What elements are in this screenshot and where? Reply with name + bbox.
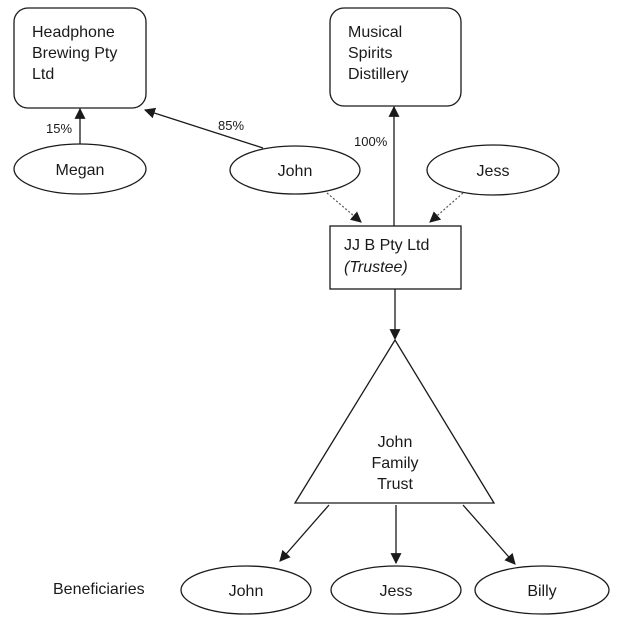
person-name: John: [278, 163, 313, 180]
company-musical-spirits: Musical Spirits Distillery: [329, 7, 462, 107]
person-name: Jess: [380, 583, 413, 600]
edge-john-controls-trustee: [326, 192, 362, 223]
beneficiary-billy: Billy: [474, 565, 610, 615]
trust-name-line-2: Family: [371, 455, 418, 472]
edge-trust-to-john: [279, 504, 330, 562]
trust-name-line-3: Trust: [377, 476, 413, 493]
company-name-line-1: Headphone: [32, 24, 115, 41]
company-name-line-3: Distillery: [348, 66, 408, 83]
edge-label-100: 100%: [354, 134, 388, 149]
person-ellipse: [330, 565, 462, 615]
person-name: Billy: [527, 583, 556, 600]
trustee-box: [329, 225, 462, 290]
person-name: Megan: [56, 162, 105, 179]
person-name: Jess: [477, 163, 510, 180]
company-name-line-2: Brewing Pty: [32, 45, 117, 62]
beneficiary-jess: Jess: [330, 565, 462, 615]
company-name-line-1: Musical: [348, 24, 402, 41]
person-ellipse: [474, 565, 610, 615]
person-ellipse: [229, 145, 361, 195]
company-name-line-3: Ltd: [32, 66, 54, 83]
person-ellipse: [426, 144, 560, 196]
person-john: John: [229, 145, 361, 195]
trust-name-line-1: John: [378, 434, 413, 451]
company-headphone-brewing: Headphone Brewing Pty Ltd: [13, 7, 147, 109]
trust-triangle: [293, 338, 496, 504]
edge-label-85: 85%: [218, 118, 244, 133]
edge-trust-to-billy: [462, 504, 516, 565]
beneficiaries-label: Beneficiaries: [53, 581, 145, 598]
person-ellipse: [180, 565, 312, 615]
edge-label-15: 15%: [46, 121, 72, 136]
trustee-company: JJ B Pty Ltd (Trustee): [329, 225, 462, 290]
person-megan: Megan: [13, 143, 147, 195]
company-name-line-2: Spirits: [348, 45, 392, 62]
trustee-role: (Trustee): [344, 259, 408, 276]
family-trust: John Family Trust: [293, 338, 496, 504]
trustee-name: JJ B Pty Ltd: [344, 237, 429, 254]
person-jess: Jess: [426, 144, 560, 196]
edge-john-to-headphone: [143, 107, 264, 149]
edge-jess-controls-trustee: [429, 192, 464, 223]
person-name: John: [229, 583, 264, 600]
beneficiary-john: John: [180, 565, 312, 615]
